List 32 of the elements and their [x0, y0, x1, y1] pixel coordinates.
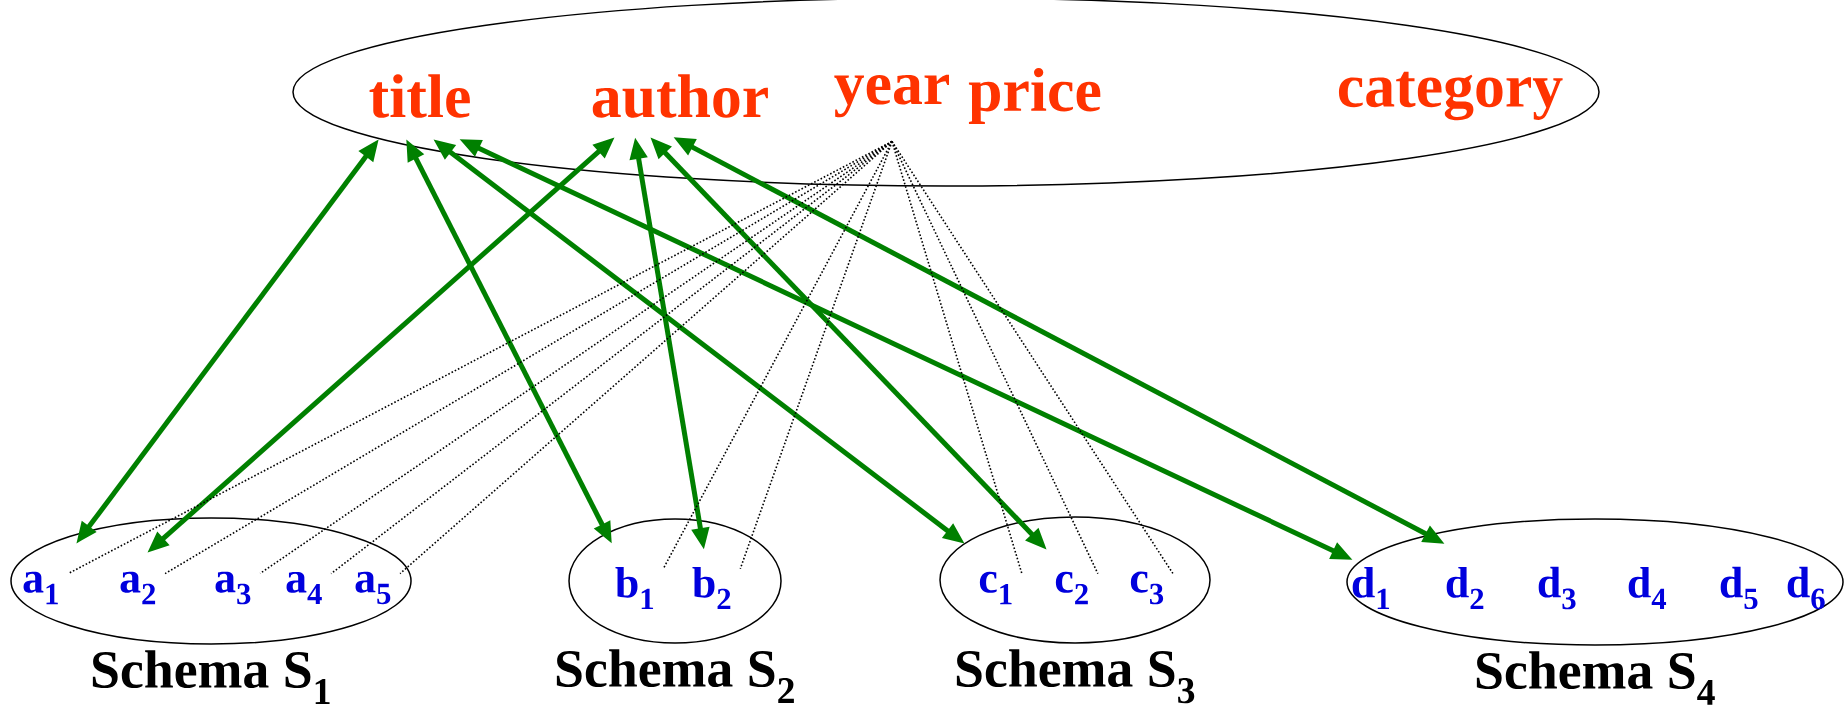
attribute-label: a$_{5}$	[355, 571, 391, 605]
attribute-word: title	[369, 74, 470, 118]
attribute-label: b$_{2}$	[692, 566, 731, 610]
schema-ellipse	[556, 518, 794, 703]
attribute-label: d$_{5}$	[1720, 566, 1758, 610]
attribute-word: year	[834, 74, 949, 118]
attribute-label: d$_{3}$	[1538, 566, 1576, 610]
schema-heading: Schema S$_{1}$	[92, 650, 330, 704]
dotted-line	[891, 140, 1174, 575]
attribute-label: c$_{1}$	[979, 571, 1012, 605]
attribute-word: price	[968, 68, 1101, 124]
attribute-word: author	[592, 74, 768, 118]
attribute-label: a$_{2}$	[120, 571, 156, 605]
schema-ellipse	[1346, 518, 1844, 705]
schema-heading: Schema S$_{4}$	[1476, 651, 1715, 705]
attribute-label: d$_{6}$	[1787, 566, 1825, 610]
attribute-label: a$_{3}$	[215, 571, 251, 605]
attribute-word: category	[1338, 71, 1563, 121]
dotted-line	[891, 140, 1023, 575]
attribute-label: a$_{1}$	[23, 571, 58, 605]
attribute-label: b$_{1}$	[615, 566, 654, 610]
attribute-label: a$_{4}$	[286, 571, 322, 605]
schema-ellipse	[939, 516, 1211, 704]
attribute-label: c$_{3}$	[1130, 571, 1164, 605]
attribute-label: d$_{4}$	[1628, 566, 1667, 609]
schema-heading: Schema S$_{2}$	[556, 649, 794, 703]
attribute-label: d$_{2}$	[1446, 566, 1484, 610]
attribute-label: c$_{2}$	[1055, 571, 1088, 605]
dotted-line	[739, 140, 893, 570]
schema-heading: Schema S$_{3}$	[956, 649, 1195, 704]
schema-ellipse	[10, 517, 412, 704]
attribute-label: d$_{1}$	[1352, 566, 1390, 610]
